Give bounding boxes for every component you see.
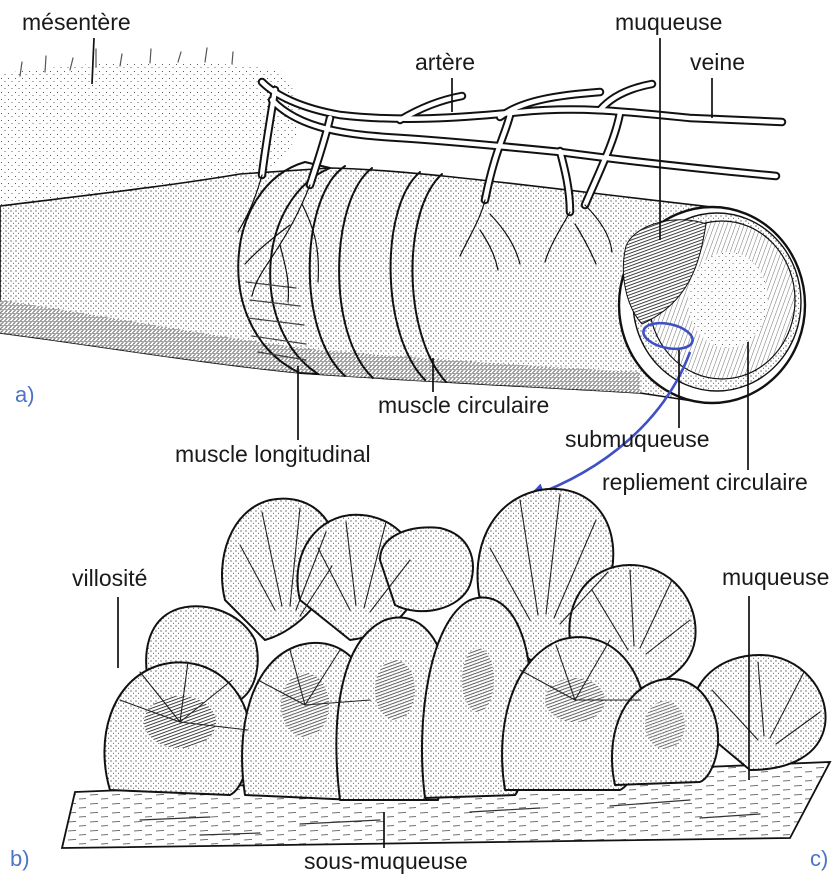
intestine-cross-section <box>619 207 805 403</box>
label-muqueuse-right: muqueuse <box>722 564 829 590</box>
lumen <box>688 252 768 348</box>
label-muscle-longitudinal: muscle longitudinal <box>175 441 371 467</box>
label-muscle-circulaire: muscle circulaire <box>378 392 549 418</box>
villus-core <box>375 660 415 720</box>
panel-letter-a: a) <box>15 382 35 407</box>
label-muqueuse-top: muqueuse <box>615 9 722 35</box>
label-repliement-circulaire: repliement circulaire <box>602 469 808 495</box>
villus-core <box>645 701 685 749</box>
label-veine: veine <box>690 49 745 75</box>
panel-b-c-villi-block <box>62 489 830 848</box>
label-sous-muqueuse: sous-muqueuse <box>304 848 468 874</box>
label-submuqueuse: submuqueuse <box>565 426 710 452</box>
label-villosite: villosité <box>72 565 147 591</box>
villus-core <box>462 648 494 712</box>
panel-letter-b: b) <box>10 846 30 871</box>
panel-letter-c: c) <box>810 846 828 871</box>
label-mesentere: mésentère <box>22 9 131 35</box>
villus-back <box>380 527 473 611</box>
label-artere: artère <box>415 49 475 75</box>
